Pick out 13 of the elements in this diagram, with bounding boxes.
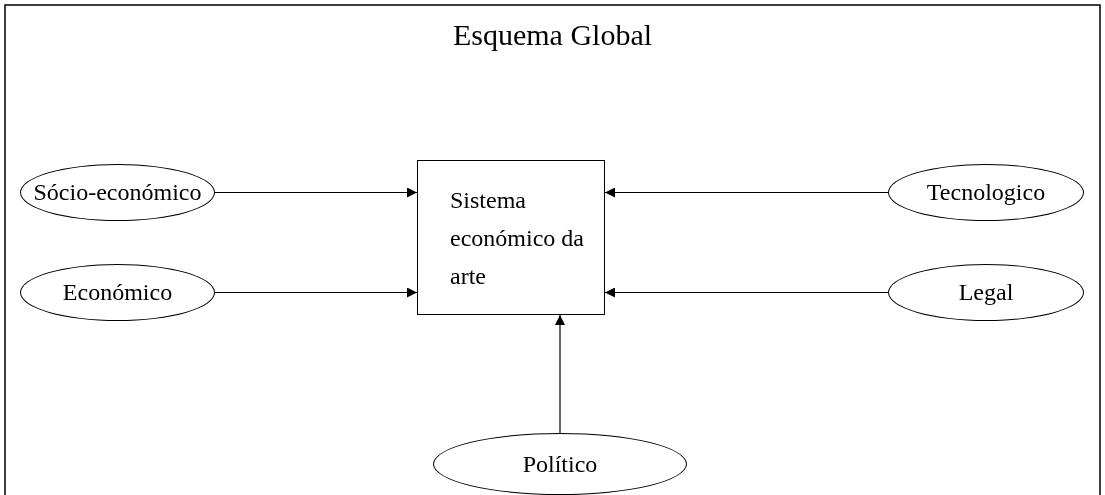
arrow [214, 287, 418, 298]
node-label: Económico [62, 279, 173, 306]
node-label: Tecnologico [926, 179, 1046, 206]
node-label: Político [522, 450, 598, 478]
node-label: Sistema económico da arte [449, 185, 585, 291]
arrow [214, 187, 418, 198]
process-box [417, 160, 605, 315]
diagram-title: Esquema Global [451, 18, 654, 52]
arrow [604, 187, 889, 198]
arrow [604, 287, 889, 298]
node-label: Legal [958, 279, 1014, 306]
node-label: Sócio-económico [33, 179, 202, 206]
arrow [555, 314, 565, 434]
